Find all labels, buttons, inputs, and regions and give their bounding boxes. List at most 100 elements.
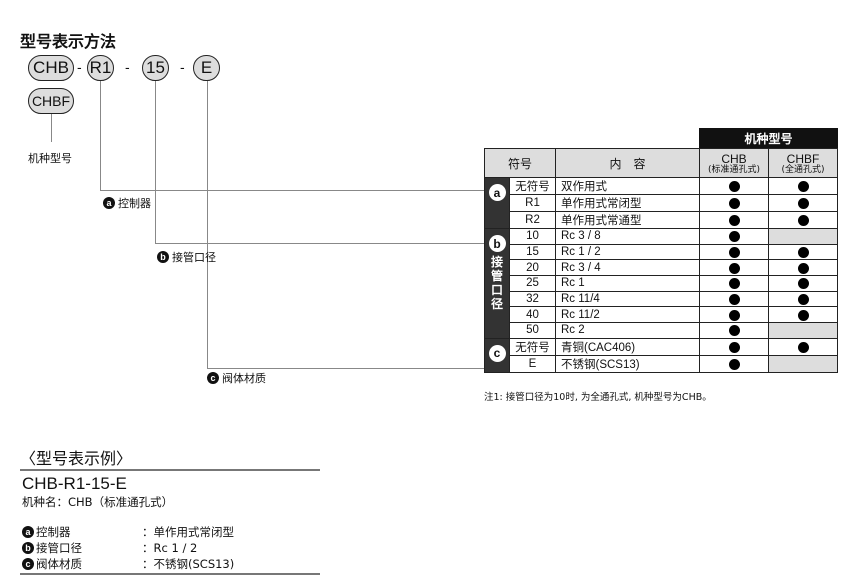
- available-dot-icon: [797, 215, 809, 226]
- symbol-cell: 25: [509, 275, 556, 292]
- content-cell: Rc 11/2: [555, 306, 700, 324]
- example-key: 接管口径: [36, 541, 82, 555]
- example-key: 控制器: [36, 525, 71, 539]
- model-group-header: 机种型号: [699, 128, 838, 148]
- divider: [20, 469, 320, 471]
- badge-c-icon: c: [488, 344, 506, 362]
- content-cell: 单作用式常通型: [555, 211, 700, 229]
- leader-line: [100, 190, 484, 191]
- model-code-chbf: CHBF: [28, 88, 74, 114]
- badge-b-icon: b: [157, 251, 169, 263]
- group-cell: c: [484, 337, 510, 373]
- example-code: CHB-R1-15-E: [22, 474, 127, 493]
- symbol-cell: 10: [509, 228, 556, 245]
- symbol-cell: 32: [509, 290, 556, 308]
- available-dot-icon: [728, 309, 740, 321]
- badge-a-icon: a: [488, 184, 506, 201]
- chb-cell: [699, 259, 769, 277]
- leader-line: [155, 81, 156, 244]
- available-dot-icon: [728, 215, 740, 226]
- separator: -: [180, 59, 185, 75]
- content-cell: 单作用式常闭型: [555, 194, 700, 212]
- chb-cell: [699, 290, 769, 308]
- chbf-cell: [768, 194, 838, 212]
- leader-line: [155, 243, 484, 244]
- chb-cell: [699, 275, 769, 292]
- chb-cell: [699, 322, 769, 339]
- chbf-cell: [768, 354, 838, 373]
- group-label: 接管口径: [490, 255, 503, 311]
- callout-label: 阀体材质: [222, 372, 266, 385]
- content-cell: 青铜(CAC406): [555, 337, 700, 356]
- model-label: 机种型号: [28, 152, 72, 165]
- badge-b-icon: b: [22, 542, 34, 554]
- leader-line: [100, 81, 101, 191]
- example-value: ：Rc 1 / 2: [142, 541, 198, 555]
- chb-cell: [699, 194, 769, 212]
- chbf-cell: [768, 177, 838, 195]
- chbf-cell: [768, 228, 838, 245]
- page-title: 型号表示方法: [20, 32, 117, 51]
- available-dot-icon: [728, 278, 740, 290]
- available-dot-icon: [797, 262, 809, 274]
- chbf-cell: [768, 275, 838, 292]
- available-dot-icon: [797, 181, 809, 192]
- content-cell: Rc 1 / 2: [555, 243, 700, 261]
- separator: -: [125, 59, 130, 75]
- symbol-cell: R1: [509, 194, 556, 212]
- material-code: E: [193, 55, 220, 81]
- badge-c-icon: c: [22, 558, 34, 570]
- symbol-cell: E: [509, 354, 556, 373]
- symbol-cell: 40: [509, 306, 556, 324]
- example-value: ：单作用式常闭型: [142, 525, 234, 539]
- chbf-cell: [768, 290, 838, 308]
- leader-line: [207, 81, 208, 369]
- example-title: 〈型号表示例〉: [20, 449, 133, 468]
- available-dot-icon: [797, 198, 809, 209]
- available-dot-icon: [797, 247, 809, 259]
- model-name: CHB: [721, 151, 747, 166]
- chb-cell: [699, 177, 769, 195]
- symbol-cell: 15: [509, 243, 556, 261]
- available-dot-icon: [728, 325, 740, 337]
- header-chb: CHB(标准通孔式): [699, 148, 769, 178]
- chbf-cell: [768, 259, 838, 277]
- port-code: 15: [142, 55, 169, 81]
- divider: [20, 573, 320, 575]
- available-dot-icon: [728, 358, 740, 370]
- available-dot-icon: [728, 247, 740, 259]
- chb-cell: [699, 354, 769, 373]
- chbf-cell: [768, 306, 838, 324]
- symbol-cell: 20: [509, 259, 556, 277]
- content-cell: 双作用式: [555, 177, 700, 195]
- leader-line: [51, 114, 52, 142]
- available-dot-icon: [728, 181, 740, 192]
- symbol-cell: 无符号: [509, 337, 556, 356]
- available-dot-icon: [728, 294, 740, 306]
- control-code: R1: [87, 55, 114, 81]
- table-note: 注1: 接管口径为10时, 为全通孔式, 机种型号为CHB。: [484, 392, 712, 403]
- chbf-cell: [768, 243, 838, 261]
- available-dot-icon: [797, 278, 809, 290]
- symbol-cell: 无符号: [509, 177, 556, 195]
- available-dot-icon: [728, 231, 740, 243]
- chb-cell: [699, 337, 769, 356]
- available-dot-icon: [728, 341, 740, 353]
- badge-a-icon: a: [103, 197, 115, 209]
- content-cell: 不锈钢(SCS13): [555, 354, 700, 373]
- badge-a-icon: a: [22, 526, 34, 538]
- model-code-chb: CHB: [28, 55, 74, 81]
